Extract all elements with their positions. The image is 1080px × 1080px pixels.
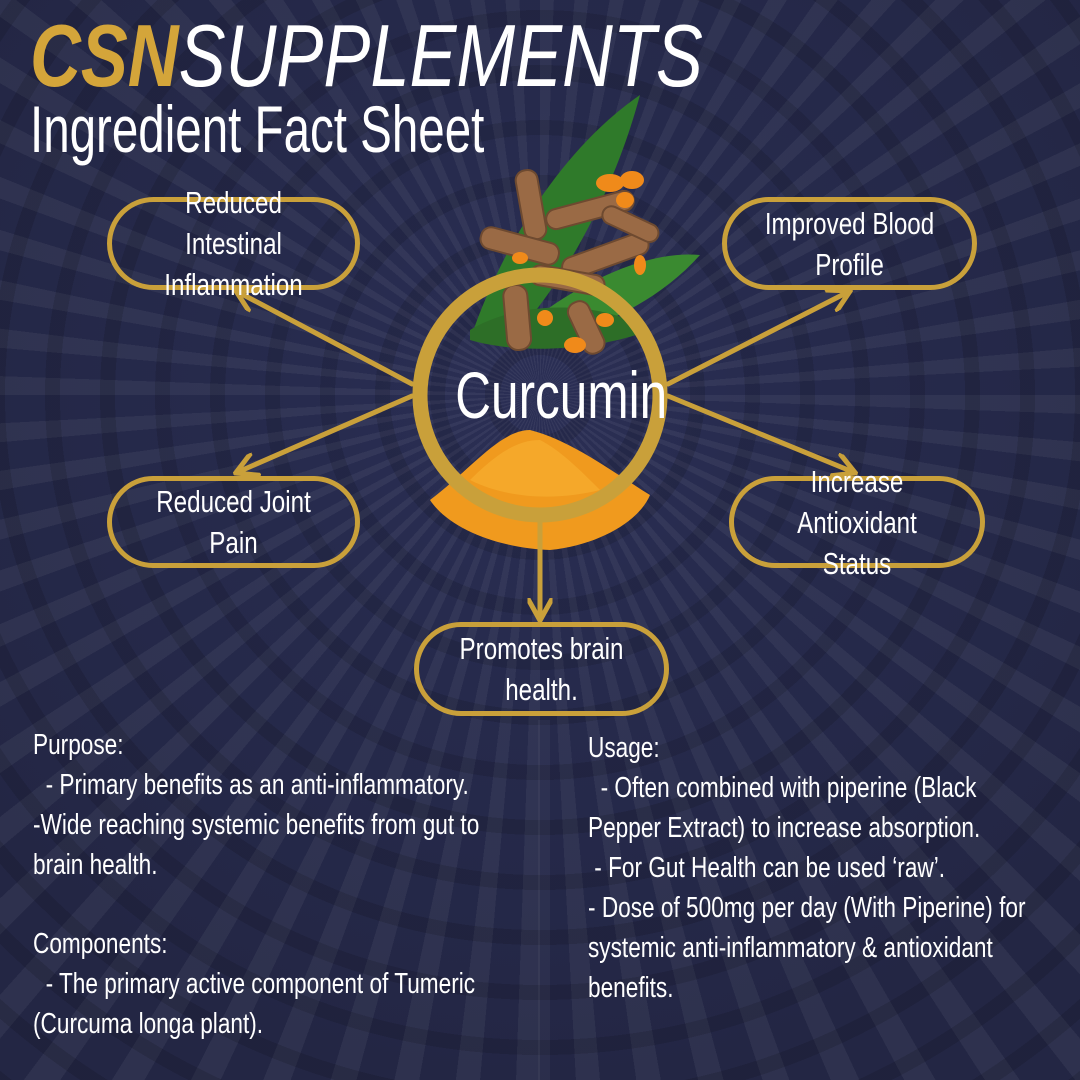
arrow-to-joint — [238, 393, 415, 472]
purpose-section: Purpose: - Primary benefits as an anti-i… — [33, 725, 479, 885]
usage-line: - Often combined with piperine (Black — [588, 772, 977, 804]
benefit-label: Promotes brain health. — [459, 631, 624, 707]
benefit-blood-profile: Improved Blood Profile — [722, 197, 977, 290]
usage-section: Usage: - Often combined with piperine (B… — [588, 728, 1026, 1008]
usage-heading: Usage: — [588, 732, 660, 764]
components-heading: Components: — [33, 928, 168, 960]
benefit-label: Improved Blood Profile — [764, 205, 935, 282]
usage-line: - For Gut Health can be used ‘raw’. — [588, 852, 946, 884]
usage-line: benefits. — [588, 972, 674, 1004]
benefit-brain-health: Promotes brain health. — [414, 622, 669, 716]
components-line: (Curcuma longa plant). — [33, 1008, 264, 1040]
brand-csn: CSN — [30, 6, 179, 105]
benefit-joint-pain: Reduced Joint Pain — [107, 476, 360, 568]
arrow-to-blood — [665, 292, 848, 387]
components-line: - The primary active component of Tumeri… — [33, 968, 476, 1000]
column-divider — [538, 720, 550, 1080]
purpose-line: - Primary benefits as an anti-inflammato… — [33, 769, 469, 801]
benefit-label: Increase Antioxidant Status — [797, 463, 917, 581]
center-ring — [412, 267, 668, 523]
benefit-antioxidant-status: Increase Antioxidant Status — [729, 464, 985, 581]
purpose-heading: Purpose: — [33, 729, 124, 761]
usage-line: systemic anti-inflammatory & antioxidant — [588, 932, 993, 964]
arrow-to-intestinal — [238, 292, 415, 387]
arrow-to-antioxidant — [665, 393, 853, 472]
usage-line: Pepper Extract) to increase absorption. — [588, 812, 981, 844]
page-title: Ingredient Fact Sheet — [30, 92, 485, 166]
benefit-intestinal-inflammation: Reduced Intestinal Inflammation — [107, 185, 360, 302]
center-ingredient-label: Curcumin — [420, 355, 667, 435]
brand-supplements: SUPPLEMENTS — [178, 6, 703, 105]
brand-logo: CSNSUPPLEMENTS — [30, 12, 703, 100]
turmeric-powder-image — [430, 430, 650, 550]
benefit-label: Reduced Joint Pain — [156, 484, 311, 560]
benefit-label: Reduced Intestinal Inflammation — [164, 185, 303, 302]
purpose-line: brain health. — [33, 849, 158, 881]
usage-line: - Dose of 500mg per day (With Piperine) … — [588, 892, 1026, 924]
components-section: Components: - The primary active compone… — [33, 924, 475, 1044]
turmeric-root-image — [470, 95, 700, 355]
purpose-line: -Wide reaching systemic benefits from gu… — [33, 809, 480, 841]
center-label-text: Curcumin — [455, 358, 668, 432]
